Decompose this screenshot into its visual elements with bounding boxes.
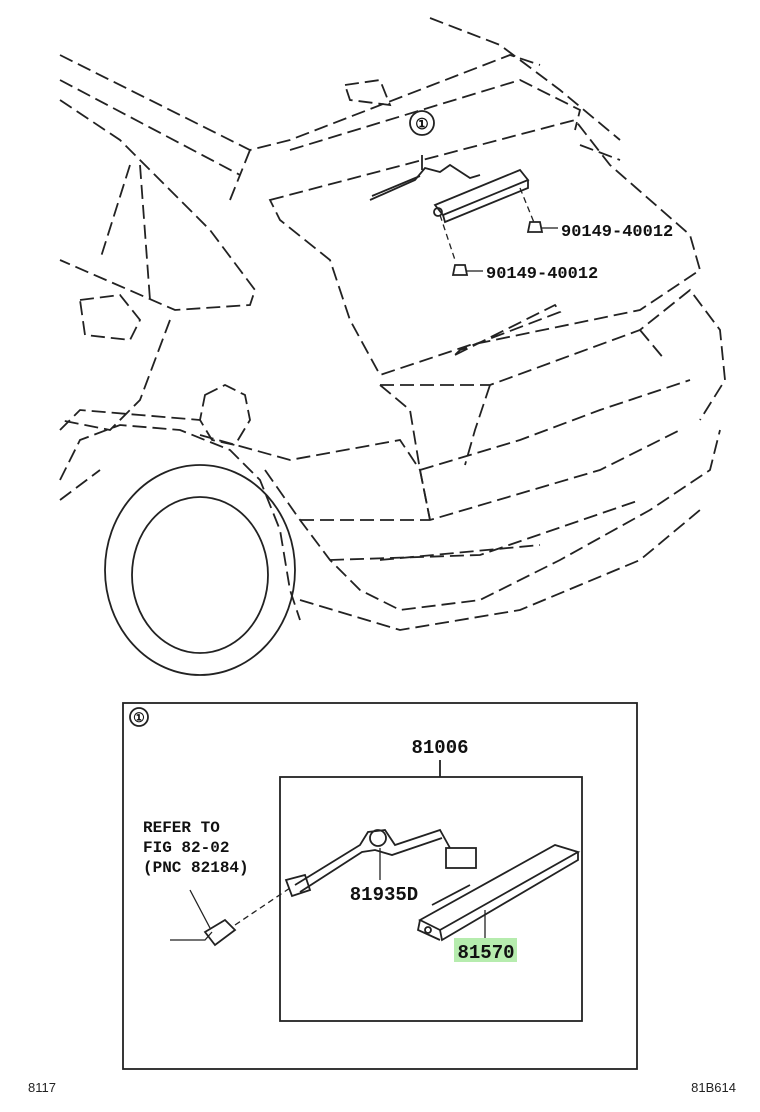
vehicle-outline xyxy=(59,17,726,676)
part-number-wire: 81935D xyxy=(350,884,418,906)
svg-text:①: ① xyxy=(133,711,145,726)
callout-circle-top: ① xyxy=(409,110,435,136)
footer-code-right: 81B614 xyxy=(691,1080,736,1095)
part-number-lamp[interactable]: 81570 xyxy=(457,942,514,964)
footer-code-left: 8117 xyxy=(28,1080,56,1095)
refer-line-2: FIG 82-02 xyxy=(143,839,229,857)
part-number-assembly: 81006 xyxy=(411,737,468,759)
stop-lamp xyxy=(416,844,581,942)
callout-symbol: ① xyxy=(415,117,428,134)
refer-line-1: REFER TO xyxy=(143,819,220,837)
callout-circle-detail: ① xyxy=(129,707,149,727)
clip-icon xyxy=(451,264,483,276)
part-number-clip-a: 90149-40012 xyxy=(561,223,673,242)
part-number-lamp-highlight xyxy=(454,938,517,962)
wire-harness xyxy=(284,828,477,898)
clip-icon xyxy=(526,221,558,233)
refer-line-3: (PNC 82184) xyxy=(143,859,249,877)
detail-frame xyxy=(122,702,638,1070)
external-connector xyxy=(170,887,291,947)
stop-lamp-on-vehicle xyxy=(369,155,536,261)
assembly-frame xyxy=(279,776,583,1022)
part-number-clip-b: 90149-40012 xyxy=(486,265,598,284)
